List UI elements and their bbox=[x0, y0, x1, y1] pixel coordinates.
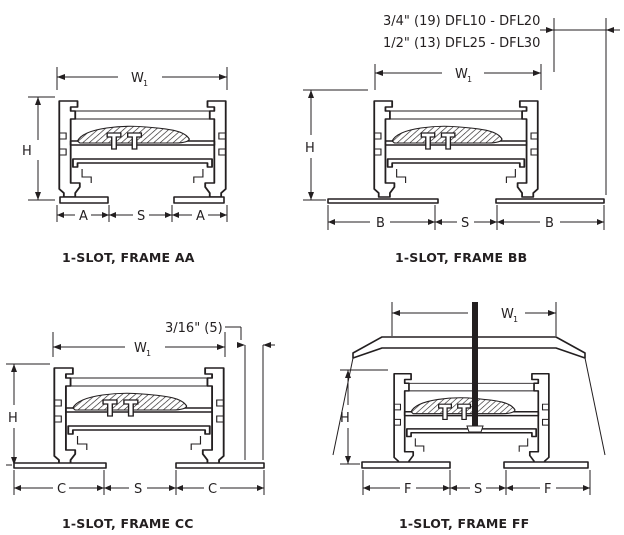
side-label-right-aa: A bbox=[196, 209, 205, 224]
caption-frame-aa: 1-SLOT, FRAME AA bbox=[62, 250, 195, 265]
center-label-ff: S bbox=[474, 482, 482, 497]
flange-offset-note-cc: 3/16" (5) bbox=[165, 321, 275, 460]
width-subscript-cc: 1 bbox=[146, 349, 151, 358]
extrusion-profile-aa bbox=[58, 100, 227, 198]
center-label-bb: S bbox=[461, 216, 469, 231]
base-flange-ff bbox=[361, 461, 589, 469]
flange-offset-note-bb: 3/4" (19) DFL10 - DFL20 1/2" (13) DFL25 … bbox=[383, 14, 620, 195]
note-line-1-cc: 3/16" (5) bbox=[165, 321, 223, 336]
extrusion-profile-cc bbox=[53, 367, 225, 465]
height-dimension-bb: H bbox=[303, 89, 368, 201]
width-label-cc: W bbox=[134, 341, 147, 356]
side-label-right-ff: F bbox=[544, 482, 551, 497]
height-dimension-aa: H bbox=[22, 96, 55, 201]
panel-frame-cc: 3/16" (5) W 1 H bbox=[6, 321, 275, 531]
base-flange-bb bbox=[327, 198, 605, 204]
caption-frame-bb: 1-SLOT, FRAME BB bbox=[395, 250, 527, 265]
height-dimension-cc: H bbox=[6, 363, 50, 466]
note-line-2-bb: 1/2" (13) DFL25 - DFL30 bbox=[383, 36, 540, 51]
side-label-right-cc: C bbox=[208, 482, 217, 497]
width-subscript-aa: 1 bbox=[143, 79, 148, 88]
height-label-aa: H bbox=[22, 144, 32, 159]
base-flange-cc bbox=[13, 462, 265, 469]
cover-hood-ff bbox=[352, 336, 586, 359]
width-subscript-ff: 1 bbox=[513, 315, 518, 324]
height-dimension-ff: H bbox=[340, 369, 388, 465]
height-label-cc: H bbox=[8, 411, 18, 426]
width-dimension-cc: W 1 bbox=[52, 332, 226, 358]
caption-frame-cc: 1-SLOT, FRAME CC bbox=[62, 516, 194, 531]
width-label-ff: W bbox=[501, 307, 514, 322]
side-label-left-aa: A bbox=[79, 209, 88, 224]
panel-frame-ff: W 1 H F bbox=[332, 302, 606, 531]
center-label-aa: S bbox=[137, 209, 145, 224]
width-dimension-ff: W 1 bbox=[391, 302, 557, 336]
extrusion-profile-ff bbox=[393, 372, 550, 466]
base-flange-aa bbox=[59, 196, 225, 204]
height-label-ff: H bbox=[340, 411, 350, 426]
panel-frame-aa: W 1 H bbox=[22, 67, 228, 265]
side-label-left-bb: B bbox=[376, 216, 385, 231]
bottom-dimensions-bb: B S B bbox=[327, 205, 605, 231]
center-bolt-ff bbox=[472, 302, 478, 430]
side-label-right-bb: B bbox=[545, 216, 554, 231]
center-label-cc: S bbox=[134, 482, 142, 497]
bottom-dimensions-cc: C S C bbox=[13, 470, 265, 497]
width-label-bb: W bbox=[455, 67, 468, 82]
side-label-left-ff: F bbox=[404, 482, 411, 497]
width-dimension-bb: W 1 bbox=[374, 64, 542, 90]
panel-frame-bb: 3/4" (19) DFL10 - DFL20 1/2" (13) DFL25 … bbox=[303, 14, 620, 265]
note-line-1-bb: 3/4" (19) DFL10 - DFL20 bbox=[383, 14, 540, 29]
width-label-aa: W bbox=[131, 71, 144, 86]
side-label-left-cc: C bbox=[57, 482, 66, 497]
height-label-bb: H bbox=[305, 141, 315, 156]
bottom-dimensions-aa: A S A bbox=[56, 205, 228, 224]
width-subscript-bb: 1 bbox=[467, 75, 472, 84]
extrusion-profile-bb bbox=[373, 100, 539, 198]
bottom-dimensions-ff: F S F bbox=[362, 470, 591, 497]
width-dimension-aa: W 1 bbox=[56, 67, 228, 90]
caption-frame-ff: 1-SLOT, FRAME FF bbox=[399, 516, 529, 531]
